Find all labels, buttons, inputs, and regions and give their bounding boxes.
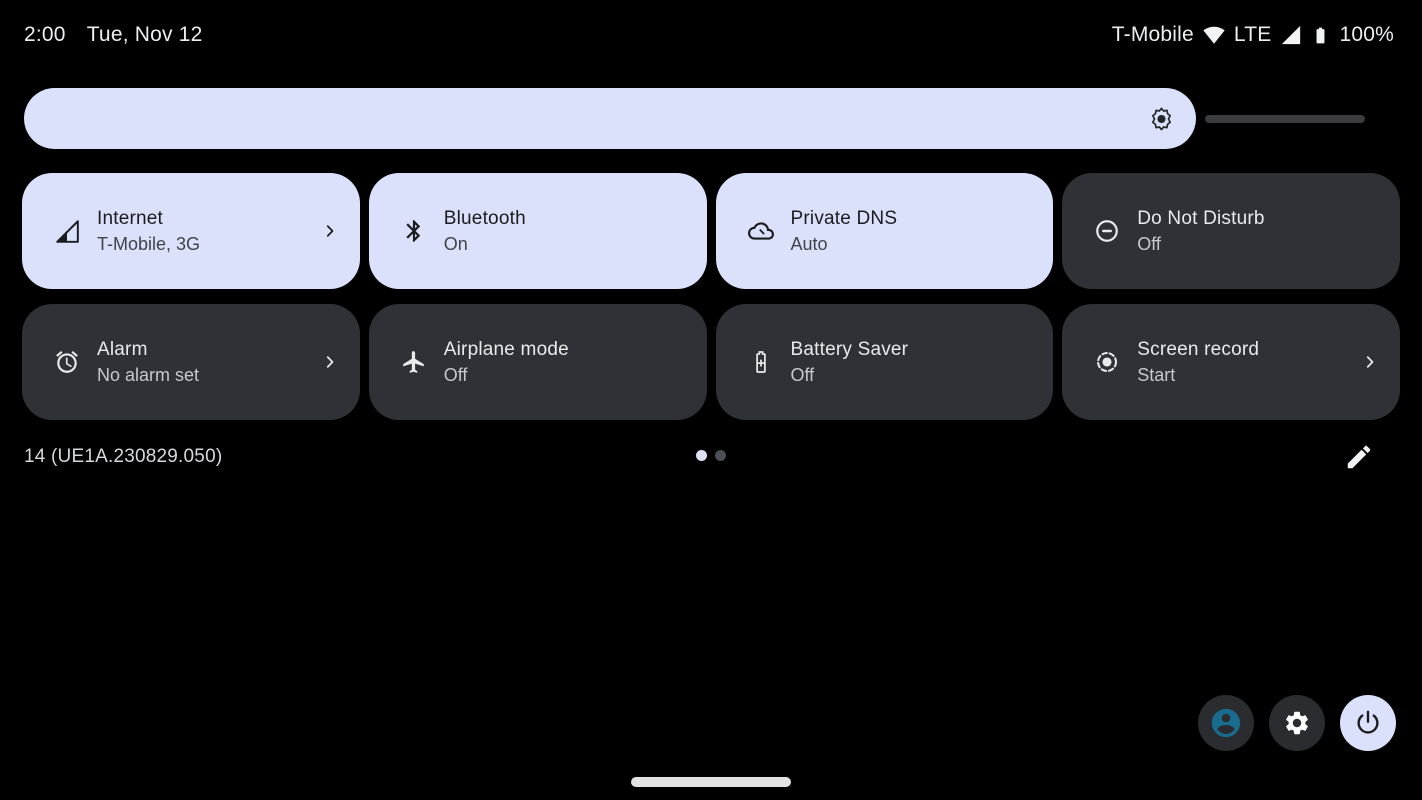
panel-footer-buttons xyxy=(1198,695,1396,751)
chevron-right-icon xyxy=(320,352,340,372)
settings-button[interactable] xyxy=(1269,695,1325,751)
power-button[interactable] xyxy=(1340,695,1396,751)
private-dns-cloud-icon xyxy=(747,218,774,244)
home-pill[interactable] xyxy=(631,777,791,787)
brightness-slider-fill[interactable] xyxy=(24,88,1196,149)
tile-alarm[interactable]: Alarm No alarm set xyxy=(22,304,360,420)
power-icon xyxy=(1353,708,1383,738)
edit-tiles-button[interactable] xyxy=(1344,442,1374,472)
build-number-label: 14 (UE1A.230829.050) xyxy=(24,446,223,467)
status-date: Tue, Nov 12 xyxy=(86,23,203,46)
status-bar: 2:00 Tue, Nov 12 T-Mobile LTE 100% xyxy=(0,0,1422,70)
tile-label: Bluetooth xyxy=(443,207,526,229)
carrier-label: T-Mobile xyxy=(1111,23,1194,46)
tile-sublabel: T-Mobile, 3G xyxy=(97,233,201,254)
screen-record-icon xyxy=(1094,349,1120,375)
chevron-right-icon xyxy=(1360,352,1380,372)
tile-label: Do Not Disturb xyxy=(1137,207,1265,229)
tile-text: Alarm No alarm set xyxy=(97,339,199,386)
tile-sublabel: Off xyxy=(1137,233,1161,254)
wifi-icon xyxy=(1203,24,1225,46)
tile-sublabel: Auto xyxy=(790,233,828,254)
gear-icon xyxy=(1283,709,1311,737)
tile-sublabel: On xyxy=(443,233,468,254)
brightness-icon xyxy=(1148,105,1175,132)
page-dot-1 xyxy=(696,450,707,461)
alarm-clock-icon xyxy=(54,349,80,375)
tile-private-dns[interactable]: Private DNS Auto xyxy=(715,173,1054,289)
tile-label: Battery Saver xyxy=(790,338,909,360)
page-dot-2 xyxy=(715,450,726,461)
tile-label: Screen record xyxy=(1137,338,1260,360)
tile-label: Alarm xyxy=(97,338,148,360)
network-type-label: LTE xyxy=(1233,23,1272,46)
battery-percent-label: 100% xyxy=(1339,23,1394,46)
tile-label: Airplane mode xyxy=(443,338,569,360)
cellular-signal-icon xyxy=(54,218,80,244)
account-circle-icon xyxy=(1209,706,1243,740)
airplane-icon xyxy=(401,349,427,375)
bluetooth-icon xyxy=(401,218,427,244)
brightness-slider-track[interactable] xyxy=(1205,114,1365,123)
battery-full-icon xyxy=(1311,24,1330,47)
tile-sublabel: Off xyxy=(790,364,815,385)
chevron-right-icon xyxy=(320,221,340,241)
tile-text: Private DNS Auto xyxy=(791,208,898,255)
do-not-disturb-icon xyxy=(1094,218,1120,244)
tile-label: Private DNS xyxy=(790,207,898,229)
tile-label: Internet xyxy=(97,207,164,229)
cellular-signal-full-icon xyxy=(1280,24,1302,46)
tile-sublabel: No alarm set xyxy=(97,364,200,385)
status-time: 2:00 xyxy=(24,23,66,46)
tile-sublabel: Off xyxy=(443,364,468,385)
user-switcher-button[interactable] xyxy=(1198,695,1254,751)
pencil-icon xyxy=(1344,442,1374,472)
battery-saver-icon xyxy=(748,349,774,375)
brightness-slider[interactable] xyxy=(24,88,1365,149)
tile-sublabel: Start xyxy=(1137,364,1176,385)
